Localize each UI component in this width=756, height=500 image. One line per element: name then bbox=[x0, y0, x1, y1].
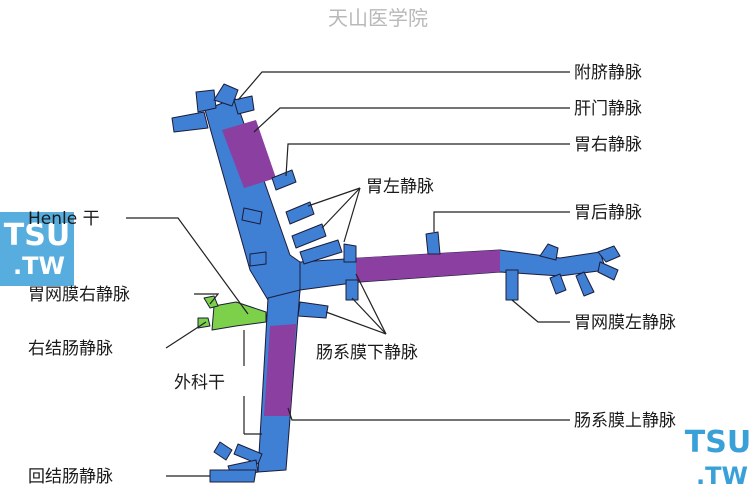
label-henle: Henle 干 bbox=[28, 209, 100, 229]
vein-network bbox=[171, 83, 621, 483]
leader-left-gastroepiploic bbox=[511, 299, 570, 323]
splenic-branch-lower2 bbox=[575, 271, 595, 297]
label-portal-hepatic: 肝门静脉 bbox=[574, 99, 642, 119]
left-gastric-stub-b bbox=[291, 223, 327, 249]
label-left-gastric: 胃左静脉 bbox=[366, 177, 434, 197]
leader-right-colic bbox=[165, 321, 207, 349]
splenic-branch-right bbox=[597, 245, 621, 263]
watermark-logo-left: TSU .TW bbox=[0, 212, 74, 286]
label-paraumbilical: 附脐静脉 bbox=[574, 63, 642, 83]
label-inferior-mesenteric: 肠系膜下静脉 bbox=[316, 343, 418, 363]
right-gastric-stub bbox=[271, 169, 297, 191]
leader-henle bbox=[126, 217, 249, 315]
portal-vein-purple bbox=[222, 120, 276, 188]
splenic-branch-lower bbox=[549, 273, 567, 295]
watermark-left-top: TSU bbox=[4, 218, 70, 253]
label-surgical-trunk: 外科干 bbox=[174, 373, 225, 393]
ileocolic-branch-a bbox=[233, 443, 263, 465]
splenic-branch-right2 bbox=[597, 261, 619, 281]
portal-stub-left-b bbox=[249, 251, 267, 267]
leader-right-gastric bbox=[285, 143, 570, 177]
labels: 附脐静脉 肝门静脉 胃右静脉 胃左静脉 胃后静脉 Henle 干 胃网膜右静脉 … bbox=[28, 63, 676, 487]
posterior-gastric-stub bbox=[425, 231, 441, 255]
leader-posterior-gastric bbox=[433, 211, 570, 232]
splenic-stub-a bbox=[343, 243, 357, 263]
henle-trunk bbox=[211, 301, 267, 331]
watermark-logo-right: TSU .TW bbox=[685, 425, 751, 490]
splenic-vein-purple bbox=[356, 250, 500, 282]
leader-paraumbilical bbox=[237, 71, 570, 101]
inferior-mesenteric-stub bbox=[297, 301, 329, 319]
label-ileocolic: 回结肠静脉 bbox=[28, 467, 113, 487]
leader-right-gastroepiploic bbox=[194, 293, 220, 305]
leader-inferior-mesenteric-b bbox=[351, 297, 387, 335]
label-right-gastroepiploic: 胃网膜右静脉 bbox=[28, 285, 130, 305]
leader-portal-hepatic bbox=[253, 107, 570, 133]
portal-branch-left bbox=[171, 111, 209, 133]
left-gastroepiploic-stub bbox=[505, 269, 519, 301]
splenic-stub-b bbox=[345, 279, 359, 301]
watermark-right-bottom: .TW bbox=[696, 462, 748, 490]
portal-branch-top-a bbox=[195, 89, 217, 113]
portal-branch-top-c bbox=[233, 95, 255, 115]
label-left-gastroepiploic: 胃网膜左静脉 bbox=[574, 313, 676, 333]
ileocolic-branch-d bbox=[213, 441, 233, 461]
leader-inferior-mesenteric-c bbox=[355, 273, 387, 335]
leader-left-gastric-b bbox=[321, 187, 361, 229]
watermark-title: 天山医学院 bbox=[328, 6, 428, 30]
ileocolic-branch-c bbox=[209, 469, 257, 483]
leader-left-gastric-a bbox=[307, 187, 361, 207]
superior-mesenteric-purple bbox=[264, 324, 296, 416]
leader-lines bbox=[126, 71, 570, 477]
watermark-right-top: TSU bbox=[685, 425, 751, 460]
leader-superior-mesenteric bbox=[287, 407, 570, 421]
left-gastric-stub-c bbox=[299, 239, 343, 265]
leader-inferior-mesenteric-a bbox=[325, 311, 387, 335]
label-right-colic: 右结肠静脉 bbox=[28, 339, 113, 359]
leader-left-gastric-c bbox=[343, 187, 361, 243]
portal-branch-top-b bbox=[213, 83, 239, 107]
portal-stub-left-a bbox=[241, 207, 263, 225]
splenic-branch-upper bbox=[539, 243, 559, 261]
label-right-gastric: 胃右静脉 bbox=[574, 135, 642, 155]
watermark-left-bottom: .TW bbox=[13, 252, 65, 280]
label-superior-mesenteric: 肠系膜上静脉 bbox=[574, 411, 676, 431]
label-posterior-gastric: 胃后静脉 bbox=[574, 203, 642, 223]
left-gastric-stub-a bbox=[285, 201, 315, 225]
